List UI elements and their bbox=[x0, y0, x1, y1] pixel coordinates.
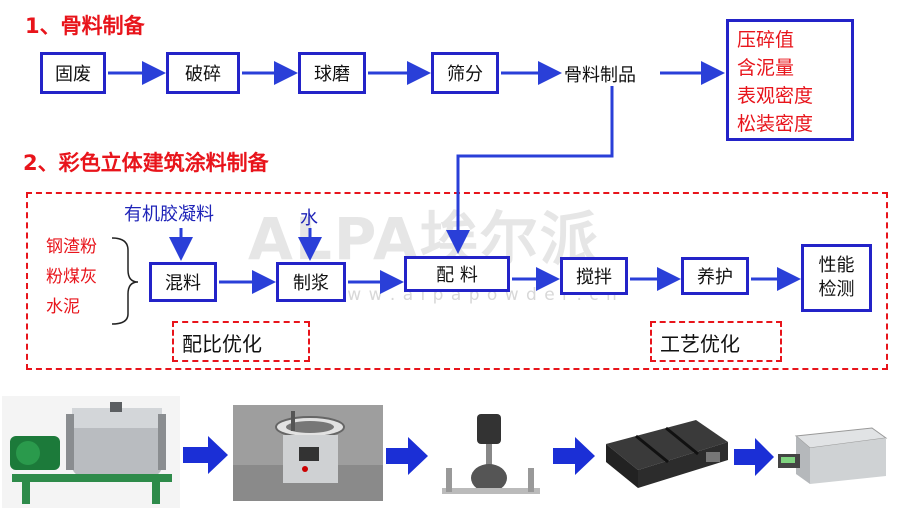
step-curing: 养护 bbox=[681, 257, 749, 295]
ball-mill-image bbox=[2, 396, 180, 508]
property-crush-value: 压碎值 bbox=[737, 29, 795, 51]
mold-image bbox=[596, 414, 734, 496]
aggregate-product: 骨料制品 bbox=[564, 65, 636, 86]
property-bulk-density: 松装密度 bbox=[737, 113, 814, 135]
section2-title: 2、彩色立体建筑涂料制备 bbox=[23, 151, 269, 175]
sieve-shaker-image bbox=[233, 405, 383, 501]
curing-box-image bbox=[776, 418, 888, 488]
step-mixing-materials: 混料 bbox=[149, 262, 217, 302]
process-optimization: 工艺优化 bbox=[660, 332, 740, 356]
mixer-image bbox=[432, 408, 550, 506]
material-cement: 水泥 bbox=[46, 297, 80, 317]
organic-binder-label: 有机胶凝料 bbox=[124, 204, 214, 225]
equip-arrow-2 bbox=[386, 437, 428, 475]
water-label: 水 bbox=[300, 208, 318, 229]
step-solid-waste: 固废 bbox=[40, 52, 106, 94]
step-slurry: 制浆 bbox=[276, 262, 346, 302]
equip-arrow-4 bbox=[734, 438, 774, 476]
raw-materials-brace bbox=[111, 237, 139, 325]
step-performance-test: 性能检测 bbox=[801, 244, 872, 312]
ratio-optimization-frame bbox=[172, 321, 310, 362]
step-ball-milling: 球磨 bbox=[298, 52, 366, 94]
process-optimization-frame bbox=[650, 321, 782, 362]
arrow-product-to-batching bbox=[446, 86, 614, 254]
property-mud-content: 含泥量 bbox=[737, 57, 795, 79]
material-fly-ash: 粉煤灰 bbox=[46, 267, 97, 287]
material-steel-slag: 钢渣粉 bbox=[46, 237, 97, 257]
raw-materials: 钢渣粉 粉煤灰 水泥 bbox=[46, 232, 97, 322]
equip-arrow-1 bbox=[183, 436, 228, 474]
ratio-optimization: 配比优化 bbox=[182, 332, 262, 356]
aggregate-properties: 压碎值 含泥量 表观密度 松装密度 bbox=[726, 19, 854, 141]
section1-title: 1、骨料制备 bbox=[25, 14, 145, 38]
step-stirring: 搅拌 bbox=[560, 257, 628, 295]
equip-arrow-3 bbox=[553, 437, 595, 475]
step-crushing: 破碎 bbox=[166, 52, 240, 94]
property-apparent-density: 表观密度 bbox=[737, 85, 814, 107]
step-sieving: 筛分 bbox=[431, 52, 499, 94]
step-batching: 配 料 bbox=[404, 256, 510, 292]
